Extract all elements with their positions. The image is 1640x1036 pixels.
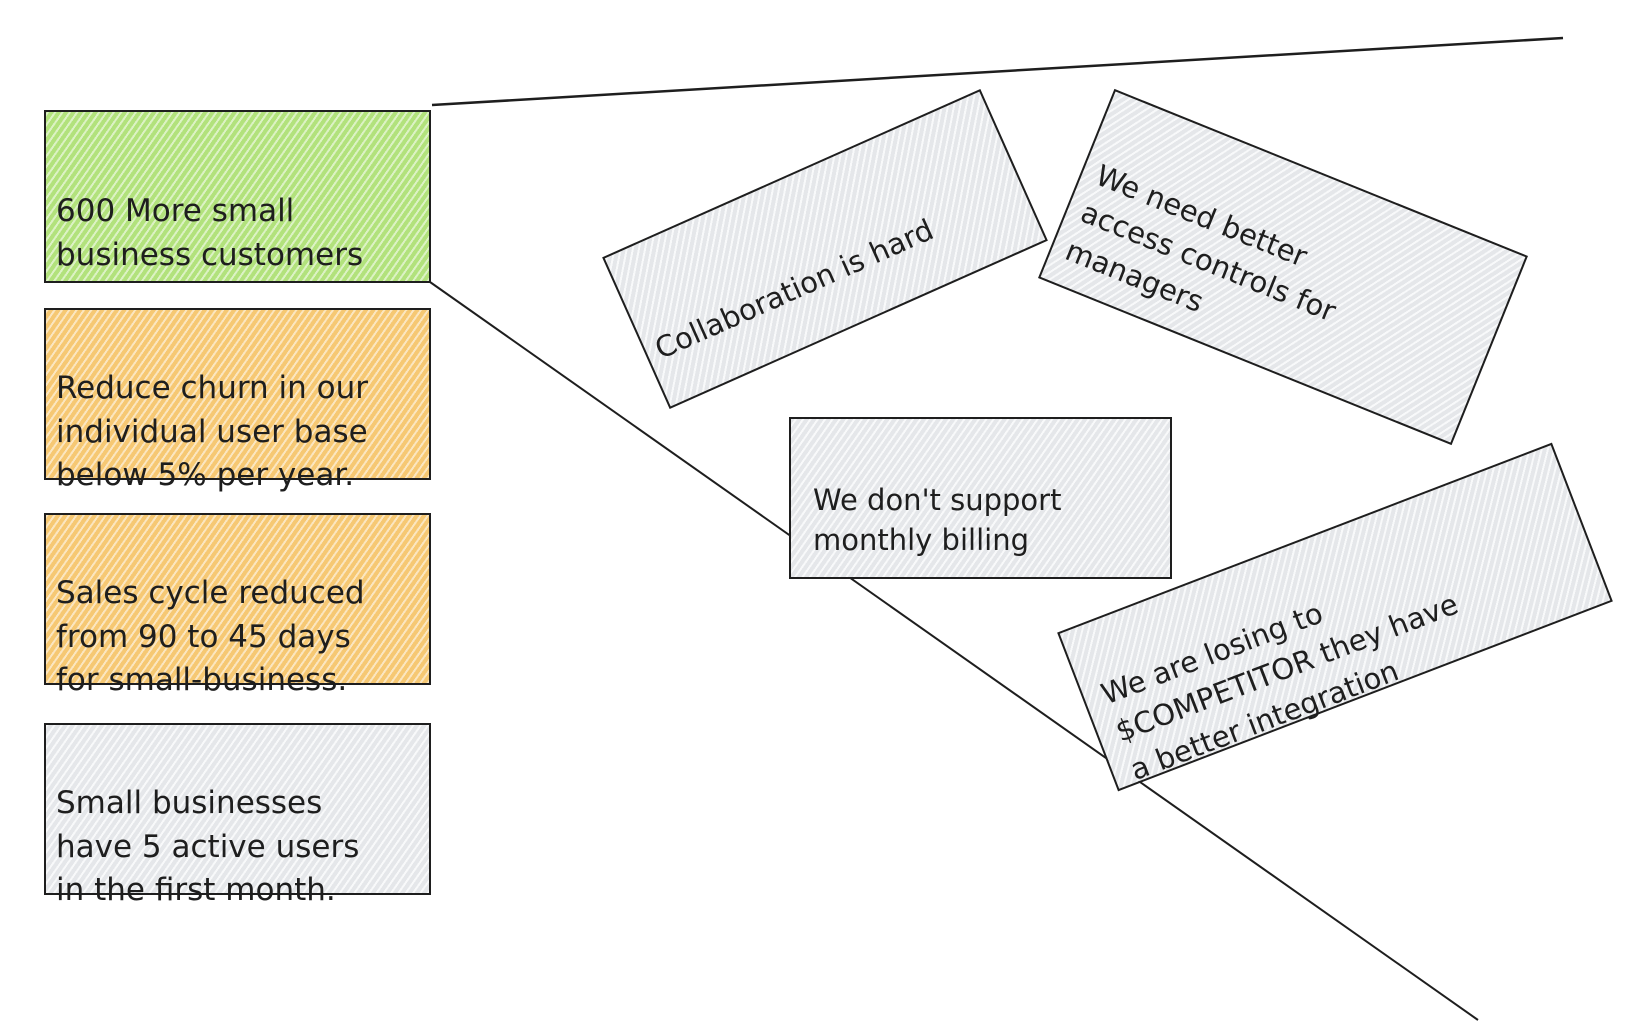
outcome-card-text: 600 More small business customers bbox=[56, 193, 364, 273]
outcome-card-reduce-churn[interactable]: Reduce churn in our individual user base… bbox=[44, 308, 431, 493]
outcome-card-text: Sales cycle reduced from 90 to 45 days f… bbox=[56, 575, 365, 699]
upper-connector-line bbox=[431, 36, 1564, 107]
outcome-card-small-business-customers[interactable]: 600 More small business customers bbox=[44, 110, 431, 283]
outcome-card-text: Reduce churn in our individual user base… bbox=[56, 370, 369, 494]
opportunity-card-text: We need better access controls for manag… bbox=[1060, 157, 1341, 329]
lower-connector-line bbox=[429, 281, 1479, 1021]
outcome-card-active-users[interactable]: Small businesses have 5 active users in … bbox=[44, 723, 431, 908]
opportunity-card-text: We don't support monthly billing bbox=[813, 482, 1062, 558]
outcome-card-sales-cycle[interactable]: Sales cycle reduced from 90 to 45 days f… bbox=[44, 513, 431, 698]
outcome-card-text: Small businesses have 5 active users in … bbox=[56, 785, 360, 909]
opportunity-card-monthly-billing[interactable]: We don't support monthly billing bbox=[789, 417, 1172, 579]
